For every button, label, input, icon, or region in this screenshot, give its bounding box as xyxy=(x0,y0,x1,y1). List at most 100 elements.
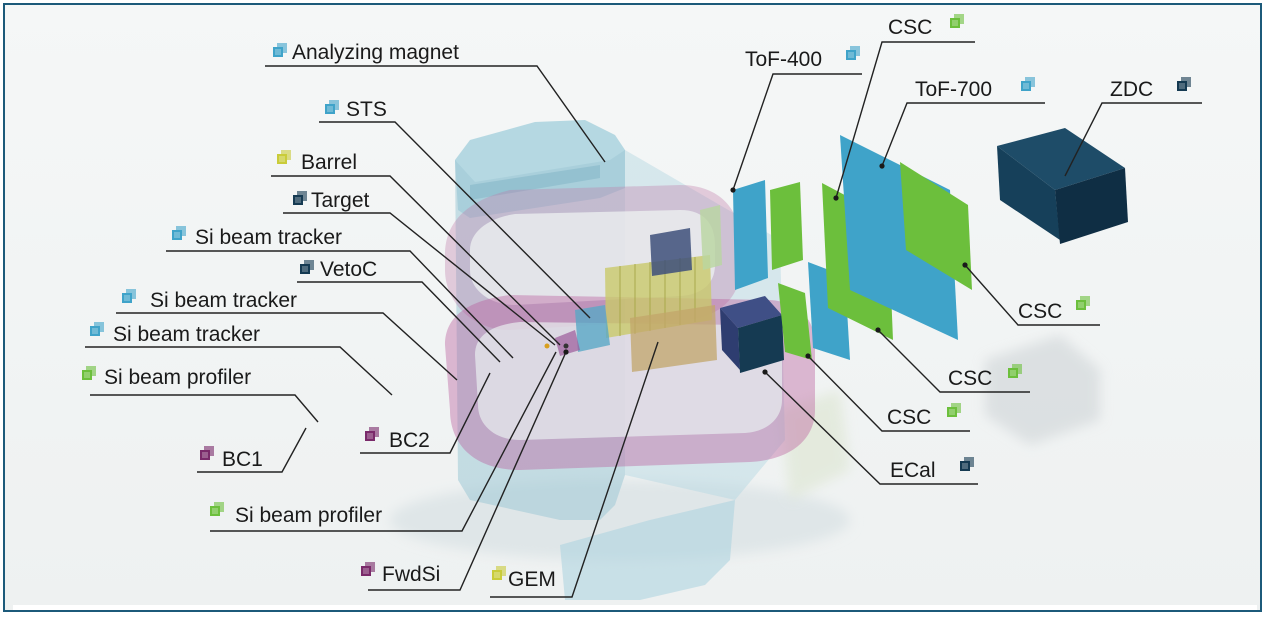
leader-dot-csc-right-1 xyxy=(962,262,968,268)
label-bc1: BC1 xyxy=(200,446,263,471)
csc-panel-small xyxy=(770,182,803,270)
leader-csc-top xyxy=(835,41,975,199)
label-sts: STS xyxy=(325,98,387,121)
blue-cube-icon xyxy=(90,322,104,336)
green-cube-icon xyxy=(82,366,96,380)
label-text: CSC xyxy=(1018,300,1062,323)
green-cube-icon xyxy=(1076,296,1090,310)
leader-zdc xyxy=(1064,102,1202,177)
ecal-body xyxy=(720,296,784,373)
leader-target xyxy=(283,212,556,346)
leader-csc-right-2 xyxy=(877,329,1030,393)
blue-cube-icon xyxy=(1021,77,1035,91)
labels: Analyzing magnet STS Barrel Target Si be… xyxy=(82,14,1191,591)
label-text: GEM xyxy=(508,568,556,591)
blue-cube-icon xyxy=(122,289,136,303)
label-csc-right-1: CSC xyxy=(1018,296,1090,323)
label-text: Barrel xyxy=(301,151,357,174)
leader-bc2 xyxy=(360,372,491,454)
label-si-beam-tracker-3: Si beam tracker xyxy=(90,322,260,346)
label-si-beam-profiler-2: Si beam profiler xyxy=(210,502,382,527)
leader-si-beam-tracker-1 xyxy=(166,250,514,359)
leader-vetoc xyxy=(297,281,501,363)
label-text: STS xyxy=(346,98,387,121)
csc-panel-back xyxy=(900,162,972,290)
label-text: CSC xyxy=(888,16,932,39)
blue-cube-icon xyxy=(273,43,287,57)
yellow-cube-icon xyxy=(277,150,291,164)
tof-400-panel-upper xyxy=(733,180,768,290)
leader-lines xyxy=(85,41,1202,598)
csc-panel-lower xyxy=(778,283,812,360)
label-text: CSC xyxy=(887,406,931,429)
label-text: Target xyxy=(311,189,370,212)
label-text: BC2 xyxy=(389,429,430,452)
leader-ecal xyxy=(764,371,978,485)
label-tof-400: ToF-400 xyxy=(745,46,860,71)
leader-bc1 xyxy=(197,427,307,473)
label-text: Si beam tracker xyxy=(195,226,342,249)
label-text: Si beam tracker xyxy=(113,323,260,346)
label-text: ToF-400 xyxy=(745,48,822,71)
label-text: BC1 xyxy=(222,448,263,471)
label-text: VetoC xyxy=(320,258,377,281)
label-text: ECal xyxy=(890,459,936,482)
label-csc-right-3: CSC xyxy=(887,403,961,429)
leader-tof-400 xyxy=(732,73,862,191)
label-text: Si beam profiler xyxy=(235,504,382,527)
green-cube-icon xyxy=(210,502,224,516)
leader-si-beam-tracker-2 xyxy=(116,312,458,381)
green-cube-icon xyxy=(1008,364,1022,378)
leader-tof-700 xyxy=(881,102,1045,167)
label-csc-right-2: CSC xyxy=(948,364,1022,390)
label-text: ToF-700 xyxy=(915,78,992,101)
leader-dot-csc-top xyxy=(833,195,839,201)
purple-cube-icon xyxy=(200,446,214,460)
inner-trackers xyxy=(544,205,722,372)
yellow-cube-icon xyxy=(492,566,506,580)
label-text: Si beam tracker xyxy=(150,289,297,312)
label-ecal: ECal xyxy=(890,457,974,482)
label-target: Target xyxy=(293,189,370,212)
dark-navy-cube-icon xyxy=(293,191,307,205)
label-bc2: BC2 xyxy=(365,427,430,452)
leader-csc-right-3 xyxy=(807,355,970,432)
label-barrel: Barrel xyxy=(277,150,357,174)
label-analyzing-magnet: Analyzing magnet xyxy=(273,41,459,64)
frame-bottom-gap xyxy=(13,605,1257,610)
label-text: ZDC xyxy=(1110,78,1153,101)
blue-cube-icon xyxy=(325,100,339,114)
green-cube-icon xyxy=(950,14,964,28)
blue-cube-icon xyxy=(846,46,860,60)
label-text: CSC xyxy=(948,367,992,390)
label-si-beam-profiler-1: Si beam profiler xyxy=(82,366,251,389)
label-vetoc: VetoC xyxy=(300,258,377,281)
purple-cube-icon xyxy=(365,427,379,441)
leader-si-beam-profiler-1 xyxy=(90,394,319,423)
leader-fwdsi xyxy=(368,351,567,591)
leader-dot-csc-right-3 xyxy=(805,353,811,359)
leader-csc-right-1 xyxy=(964,264,1100,326)
label-text: Analyzing magnet xyxy=(292,41,459,64)
leader-dot-tof-700 xyxy=(879,163,885,169)
detector-illustration xyxy=(390,120,1128,600)
leader-si-beam-profiler-2 xyxy=(210,351,557,532)
label-csc-top: CSC xyxy=(888,14,964,39)
zdc-reflection xyxy=(985,335,1100,445)
dark-navy-cube-icon xyxy=(1177,77,1191,91)
leader-gem xyxy=(490,341,659,598)
green-cube-icon xyxy=(947,403,961,417)
purple-cube-icon xyxy=(361,562,375,576)
leader-dot-fwdsi xyxy=(563,349,569,355)
leader-si-beam-tracker-3 xyxy=(85,346,393,396)
dark-navy-cube-icon xyxy=(300,260,314,274)
label-si-beam-tracker-1: Si beam tracker xyxy=(172,226,342,249)
csc-reflection xyxy=(780,390,850,500)
label-si-beam-tracker-2: Si beam tracker xyxy=(122,289,297,312)
leader-dot-csc-right-2 xyxy=(875,327,881,333)
leader-dot-ecal xyxy=(762,369,768,375)
leader-sts xyxy=(319,121,591,319)
dark-navy-cube-icon xyxy=(960,457,974,471)
leader-dot-tof-400 xyxy=(730,187,736,193)
